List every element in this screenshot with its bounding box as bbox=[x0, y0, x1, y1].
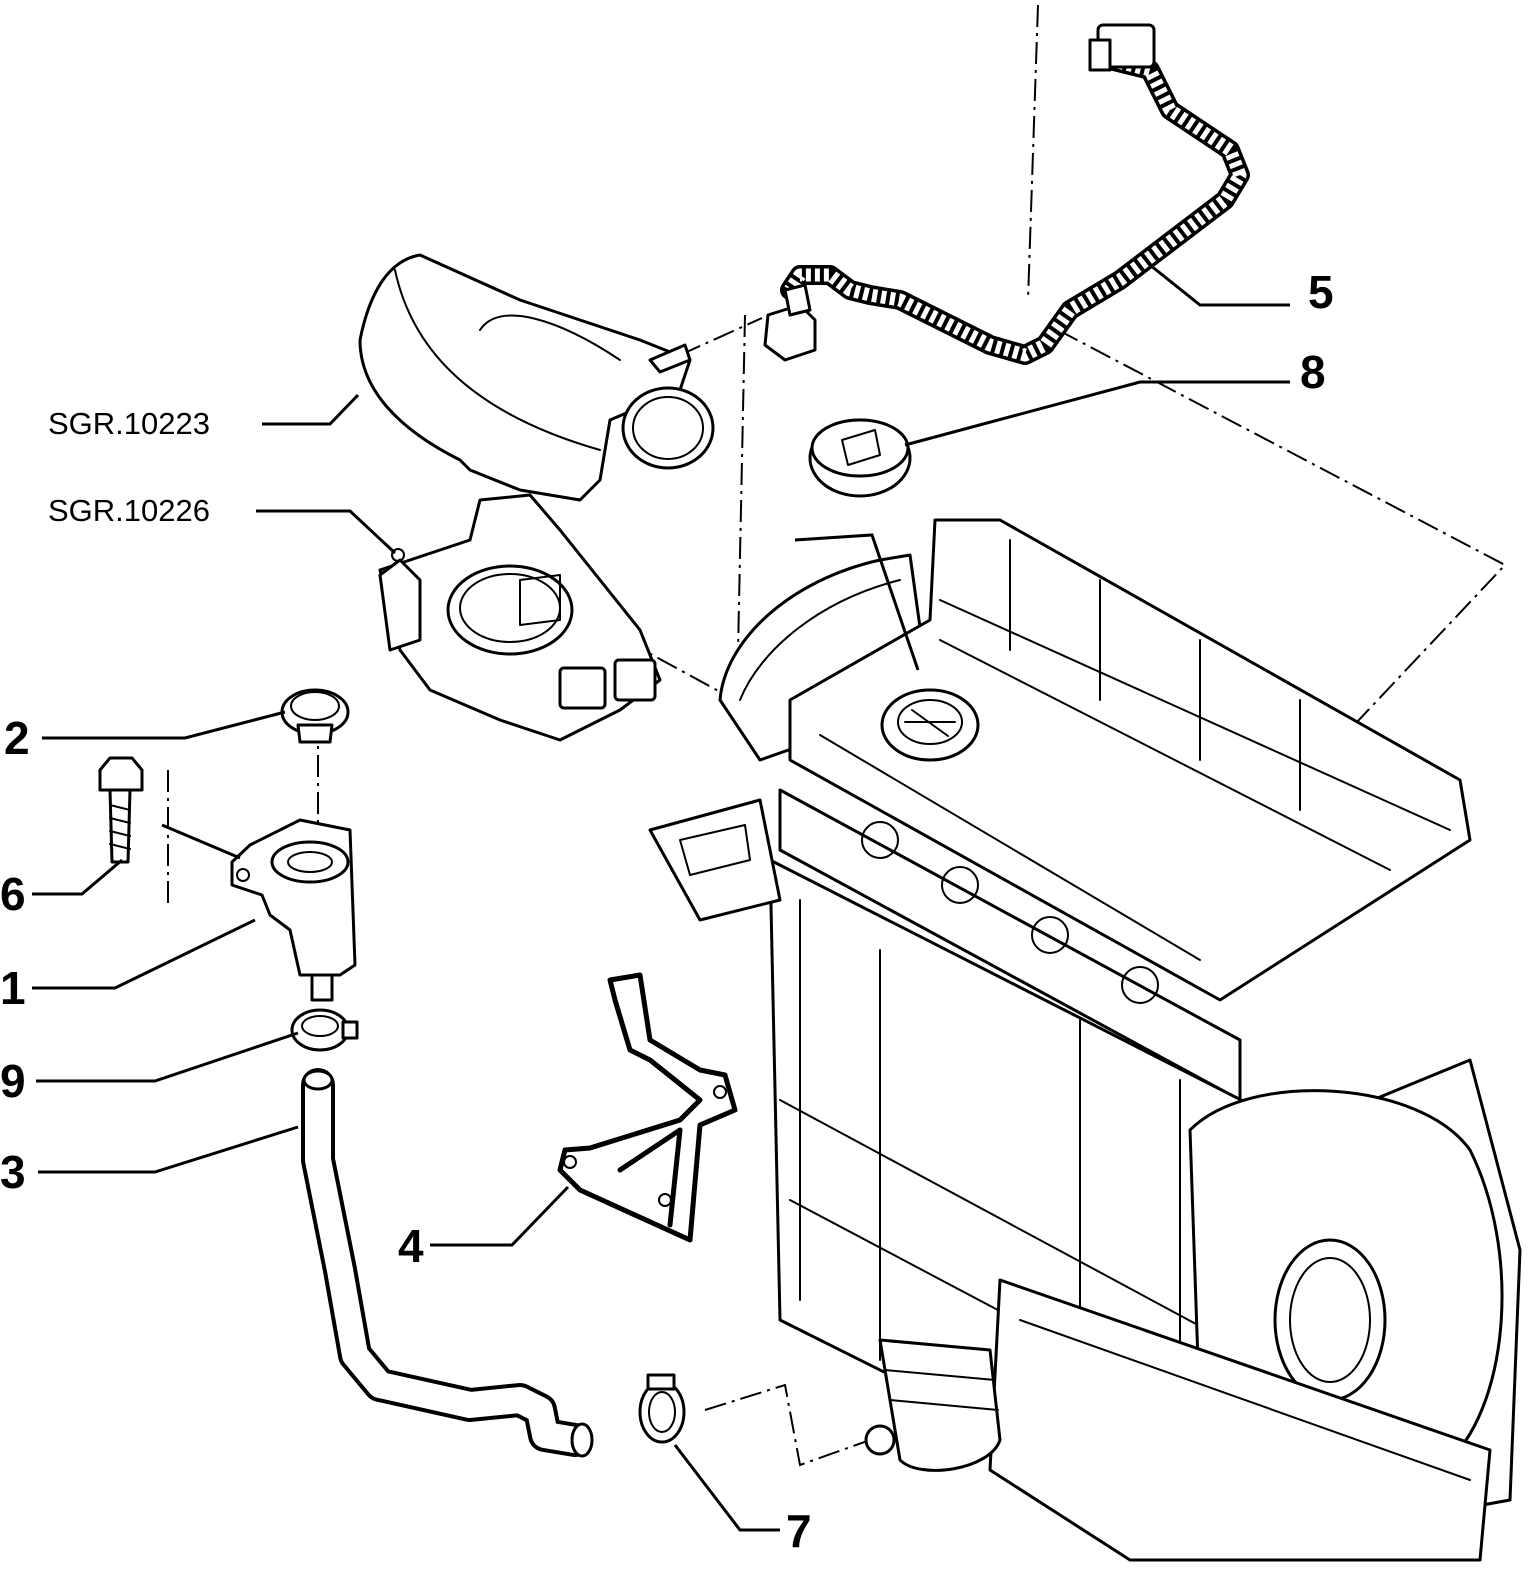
label-part-7: 7 bbox=[786, 1505, 812, 1557]
label-part-2: 2 bbox=[4, 712, 30, 764]
label-part-9: 9 bbox=[0, 1055, 26, 1107]
label-part-8: 8 bbox=[1300, 346, 1326, 398]
label-part-4: 4 bbox=[398, 1220, 424, 1272]
leader-2 bbox=[42, 710, 286, 740]
part-4-bracket bbox=[557, 972, 738, 1243]
leader-4 bbox=[430, 1185, 570, 1247]
air-intake-duct bbox=[358, 253, 715, 502]
leader-3 bbox=[38, 1125, 299, 1174]
part-5-sensor-harness bbox=[763, 23, 1250, 365]
engine-block bbox=[648, 518, 1522, 1562]
leader-sgr-10226 bbox=[256, 509, 397, 555]
part-3-hose bbox=[301, 1068, 594, 1458]
leader-head-pointer bbox=[794, 533, 920, 671]
label-sgr-10226: SGR.10226 bbox=[48, 493, 210, 528]
part-6-bolt bbox=[98, 756, 144, 864]
labels: SGR.10223 SGR.10226 2 6 1 9 3 4 7 5 8 bbox=[0, 266, 1334, 1557]
leader-5 bbox=[1149, 263, 1290, 307]
leader-7 bbox=[673, 1444, 780, 1532]
throttle-body bbox=[378, 493, 662, 742]
leader-1 bbox=[32, 918, 256, 990]
label-part-5: 5 bbox=[1308, 266, 1334, 318]
leader-lines bbox=[32, 263, 1290, 1532]
part-2-cap bbox=[280, 688, 350, 744]
leader-9 bbox=[36, 1031, 299, 1083]
leader-6 bbox=[32, 858, 123, 896]
part-9-clamp bbox=[290, 1008, 359, 1052]
label-part-3: 3 bbox=[0, 1146, 26, 1198]
leader-sgr-10223 bbox=[262, 393, 360, 426]
leader-8 bbox=[904, 380, 1290, 447]
leader-bracket-line bbox=[161, 823, 241, 860]
label-part-6: 6 bbox=[0, 868, 26, 920]
part-7-clamp bbox=[638, 1373, 686, 1444]
part-1-reservoir bbox=[230, 818, 357, 1002]
label-part-1: 1 bbox=[0, 962, 26, 1014]
part-8-oil-filler-cap bbox=[808, 418, 912, 498]
label-sgr-10223: SGR.10223 bbox=[48, 406, 210, 441]
